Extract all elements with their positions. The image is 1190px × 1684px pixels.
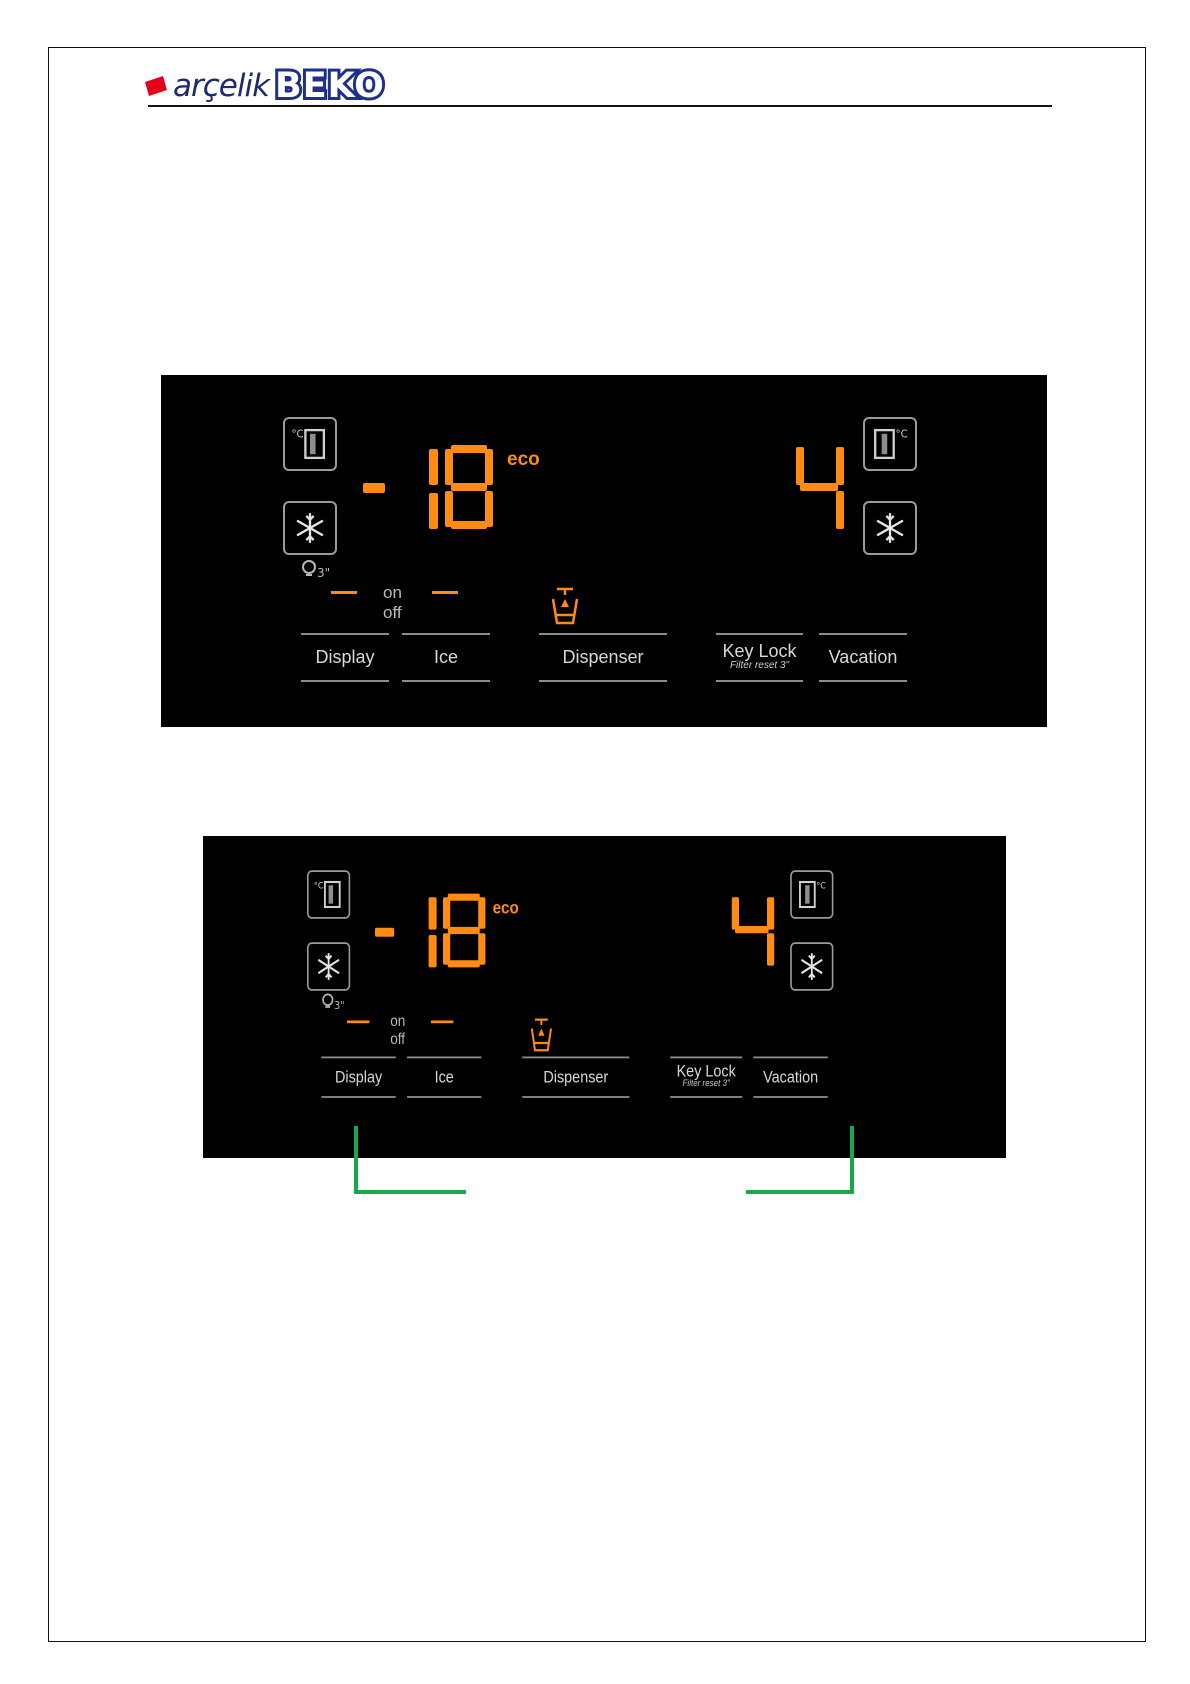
vacation-callout-line (746, 1126, 852, 1192)
display-callout-line (356, 1126, 466, 1192)
